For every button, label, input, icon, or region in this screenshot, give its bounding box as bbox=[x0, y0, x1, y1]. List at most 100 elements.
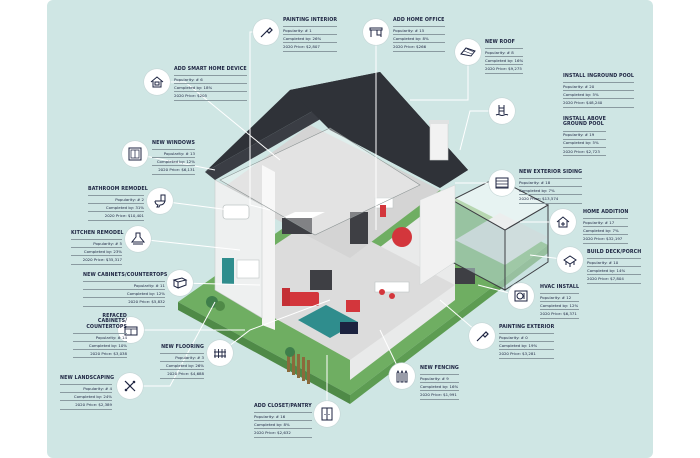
item-title: INSTALL ABOVE GROUND POOL bbox=[563, 116, 606, 128]
garden-tools-icon bbox=[117, 373, 143, 399]
armchair bbox=[346, 300, 360, 312]
item-title: ADD CLOSET/PANTRY bbox=[254, 403, 312, 409]
stat-row: Popularity: # 2 bbox=[88, 195, 144, 203]
roof-icon bbox=[455, 39, 481, 65]
item-title: BUILD DECK/PORCH bbox=[587, 249, 642, 255]
stat-row: Completed by: 19% bbox=[499, 341, 555, 349]
stat-row: Completed by: 12% bbox=[540, 301, 580, 309]
pool-ladder-icon bbox=[489, 98, 515, 124]
stat-row: Popularity: # 3 bbox=[160, 353, 204, 361]
stat-row: 2020 Price: $4,688 bbox=[160, 369, 204, 379]
stat-row: 2020 Price: $7,804 bbox=[587, 274, 642, 284]
stat-row: Completed by: 5% bbox=[563, 90, 635, 98]
stat-row: Completed by: 12% bbox=[83, 289, 165, 297]
painting-interior-icon bbox=[253, 19, 279, 45]
gable-wall bbox=[419, 184, 456, 286]
wardrobe bbox=[350, 212, 368, 244]
stat-row: 2020 Price: $32,197 bbox=[583, 234, 629, 244]
stat-row: Completed by: 23% bbox=[71, 247, 122, 255]
item-title: NEW EXTERIOR SIDING bbox=[519, 169, 583, 175]
dining-table bbox=[374, 281, 410, 293]
label-install-above-ground-pool: INSTALL ABOVE GROUND POOL Popularity: # 1… bbox=[563, 116, 606, 156]
stat-row: Completed by: 12% bbox=[152, 157, 195, 165]
stat-row: Completed by: 26% bbox=[160, 361, 204, 369]
item-title: BATHROOM REMODEL bbox=[88, 186, 148, 192]
tv bbox=[340, 322, 358, 334]
item-title: ADD HOME OFFICE bbox=[393, 17, 445, 23]
bookshelf bbox=[310, 270, 332, 290]
label-refaced-cabinets-countertops: REFACED CABINETS/ COUNTERTOPS Popularity:… bbox=[73, 313, 127, 359]
stat-row: 2020 Price: $35,317 bbox=[71, 255, 122, 265]
painting-exterior-icon bbox=[469, 323, 495, 349]
stat-row: 2020 Price: $2,389 bbox=[60, 400, 112, 410]
stat-row: Popularity: # 13 bbox=[152, 149, 195, 157]
stat-row: Popularity: # 9 bbox=[420, 374, 459, 382]
kitchen-counter bbox=[236, 259, 260, 279]
item-title: NEW WINDOWS bbox=[152, 140, 195, 146]
item-title: REFACED CABINETS/ COUNTERTOPS bbox=[86, 313, 127, 330]
stat-row: Completed by: 16% bbox=[420, 382, 459, 390]
stat-row: Popularity: # 5 bbox=[71, 239, 122, 247]
kitchen-hood-icon bbox=[125, 226, 151, 252]
item-title: NEW FLOORING bbox=[161, 344, 204, 350]
item-title: HOME ADDITION bbox=[583, 209, 629, 215]
stat-row: Completed by: 24% bbox=[60, 392, 112, 400]
stat-row: 2020 Price: $6,131 bbox=[152, 165, 195, 175]
item-title: PAINTING INTERIOR bbox=[283, 17, 338, 23]
upper-floor bbox=[220, 125, 440, 258]
stat-row: Popularity: # 8 bbox=[485, 48, 524, 56]
attic-glass bbox=[219, 127, 421, 236]
countertop-icon bbox=[118, 317, 144, 343]
stat-row: 2020 Price: $1,991 bbox=[420, 390, 459, 400]
item-title: NEW FENCING bbox=[420, 365, 459, 371]
stat-row: 2020 Price: $2,807 bbox=[283, 42, 338, 52]
item-title: ADD SMART HOME DEVICE bbox=[174, 66, 247, 72]
red-table bbox=[392, 227, 412, 247]
stat-row: Popularity: # 19 bbox=[563, 130, 606, 139]
closet-icon bbox=[314, 401, 340, 427]
bed bbox=[282, 218, 312, 234]
item-title: KITCHEN REMODEL bbox=[71, 230, 124, 236]
stat-row: Completed by: 7% bbox=[519, 186, 583, 194]
stat-row: 2020 Price: $3,038 bbox=[73, 349, 127, 359]
stat-row: Completed by: 8% bbox=[254, 420, 312, 428]
stat-row: Popularity: # 4 bbox=[60, 384, 112, 392]
stat-row: 2020 Price: $9,275 bbox=[485, 64, 524, 74]
stat-row: Popularity: # 1 bbox=[283, 26, 338, 34]
item-title: PAINTING EXTERIOR bbox=[499, 324, 555, 330]
item-title: NEW LANDSCAPING bbox=[60, 375, 115, 381]
stat-row: Popularity: # 14 bbox=[73, 332, 127, 341]
stat-row: 2020 Price: $205 bbox=[174, 91, 247, 101]
siding-icon bbox=[489, 170, 515, 196]
fence-icon bbox=[389, 363, 415, 389]
stat-row: Completed by: 14% bbox=[587, 266, 642, 274]
stat-row: Completed by: 16% bbox=[485, 56, 524, 64]
stat-row: Popularity: # 20 bbox=[563, 82, 635, 90]
item-title: INSTALL INGROUND POOL bbox=[563, 73, 635, 79]
cabinet-icon bbox=[167, 270, 193, 296]
stat-row: Popularity: # 12 bbox=[540, 293, 580, 301]
stat-row: Completed by: 8% bbox=[393, 34, 445, 42]
stat-row: Popularity: # 6 bbox=[174, 75, 247, 83]
stat-row: 2020 Price: $266 bbox=[393, 42, 445, 52]
stat-row: Popularity: # 18 bbox=[519, 178, 583, 186]
stat-row: Popularity: # 0 bbox=[499, 333, 555, 341]
sofa bbox=[285, 292, 319, 306]
